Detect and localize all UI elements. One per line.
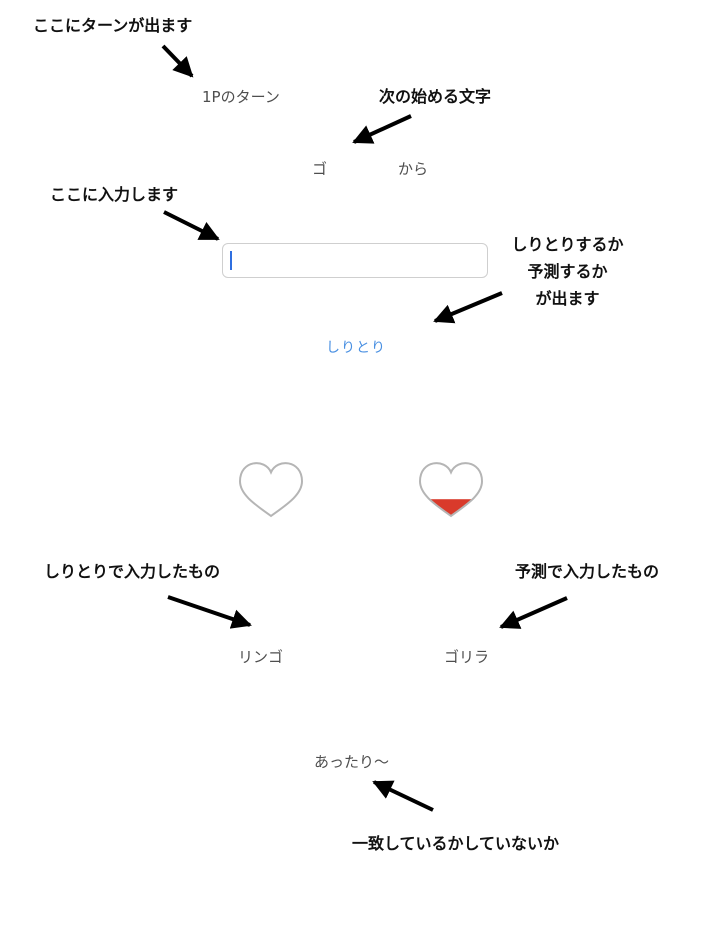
arrow-to-shiritori-word — [167, 595, 252, 629]
word-input[interactable] — [222, 243, 488, 278]
arrow-to-mode — [433, 291, 503, 324]
mode-label[interactable]: しりとり — [326, 340, 386, 356]
prediction-word: ゴリラ — [444, 648, 490, 666]
arrow-to-input — [163, 210, 220, 241]
turn-indicator: 1Pのターン — [202, 88, 280, 106]
next-start-suffix: から — [398, 160, 429, 178]
annotation-input: ここに入力します — [50, 185, 179, 204]
arrow-to-prediction-word — [499, 596, 568, 629]
annotation-mode-line-2: 予測するか — [527, 262, 608, 281]
annotation-next-char: 次の始める文字 — [379, 87, 492, 106]
annotation-mode-line-1: しりとりするか — [511, 235, 624, 254]
arrow-to-result — [372, 780, 434, 812]
result-message: あったり〜 — [314, 753, 390, 771]
next-start-char: ゴ — [312, 160, 328, 178]
annotation-mode: しりとりするか 予測するか が出ます — [490, 231, 645, 312]
annotation-result: 一致しているかしていないか — [352, 834, 560, 853]
annotation-shiritori-word: しりとりで入力したもの — [44, 562, 221, 581]
shiritori-word: リンゴ — [238, 648, 284, 666]
arrow-to-next-char — [352, 114, 412, 144]
heart-1p-outline — [238, 462, 304, 518]
annotation-mode-line-3: が出ます — [535, 289, 600, 308]
text-caret — [230, 251, 232, 270]
annotation-turn: ここにターンが出ます — [33, 16, 193, 35]
arrow-to-turn — [161, 44, 194, 78]
heart-1p-icon — [238, 462, 304, 518]
annotation-prediction-word: 予測で入力したもの — [515, 562, 660, 581]
heart-2p-outline — [418, 462, 484, 518]
